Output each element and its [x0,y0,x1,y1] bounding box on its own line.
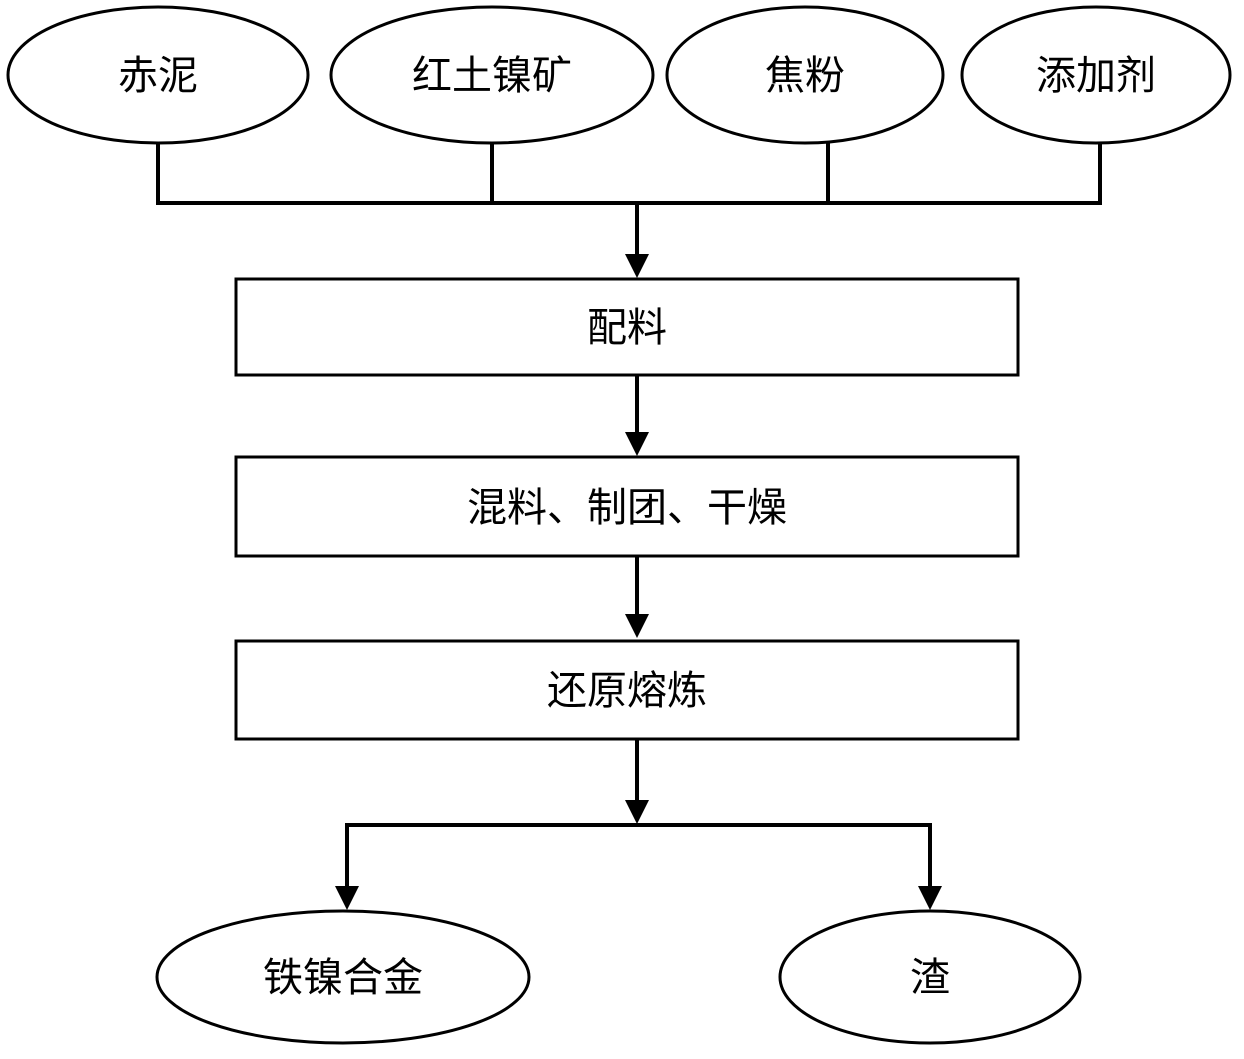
arrow-to-mixing [625,375,649,456]
input-node-additive: 添加剂 [962,7,1230,143]
output-node-slag: 渣 [780,911,1080,1043]
step-label: 还原熔炼 [547,668,707,714]
arrow-to-batching [625,203,649,278]
step-label: 混料、制团、干燥 [467,485,787,531]
step-box-reduction-smelting: 还原熔炼 [236,641,1018,739]
step-box-batching: 配料 [236,279,1018,375]
input-label: 焦粉 [765,53,845,99]
input-merge-connector [156,143,1102,203]
input-label: 赤泥 [118,53,198,99]
input-node-coke-powder: 焦粉 [667,7,943,143]
input-node-red-mud: 赤泥 [8,7,308,143]
step-label: 配料 [587,305,667,351]
output-node-ferronickel-alloy: 铁镍合金 [157,911,529,1043]
output-split-connector [335,739,942,910]
input-node-laterite-nickel-ore: 红土镍矿 [331,7,653,143]
step-box-mixing-pelletizing-drying: 混料、制团、干燥 [236,457,1018,556]
output-label: 渣 [910,955,950,1001]
input-label: 添加剂 [1036,53,1156,99]
arrow-to-reduction-smelting [625,556,649,638]
output-label: 铁镍合金 [263,955,423,1001]
input-label: 红土镍矿 [412,53,572,99]
